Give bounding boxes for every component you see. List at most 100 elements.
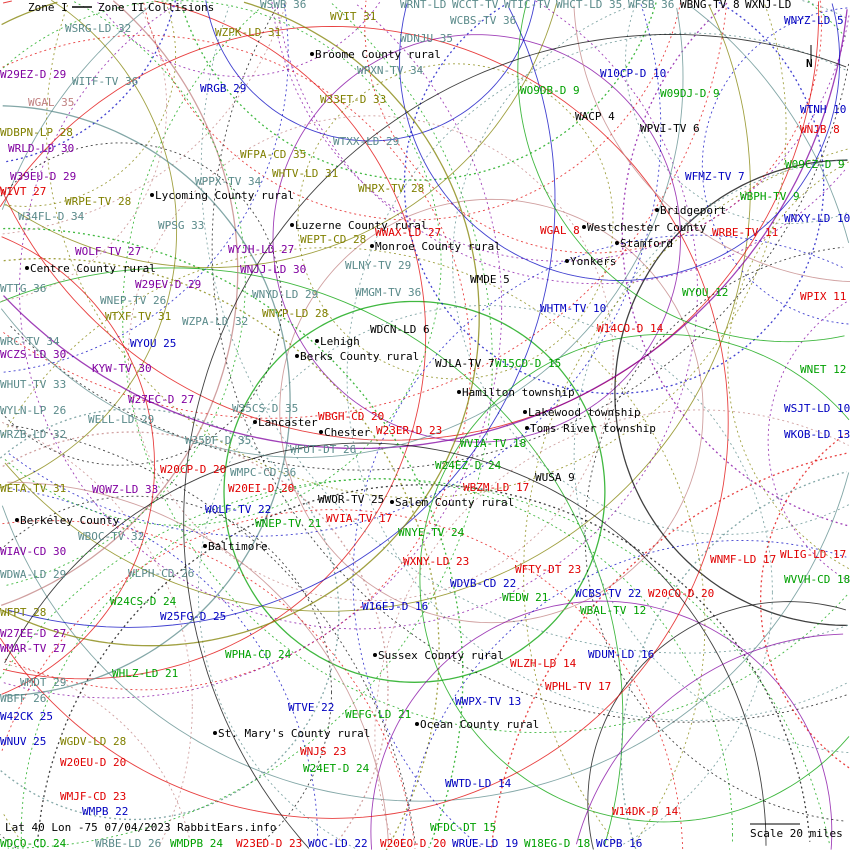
station-label[interactable]: WMDE 5 — [470, 273, 510, 286]
station-label[interactable]: WPSG 33 — [158, 219, 204, 232]
station-label[interactable]: WMJF-CD 23 — [60, 790, 126, 803]
station-label[interactable]: WNJJ-LD 30 — [240, 263, 306, 276]
station-label[interactable]: WHTV-LD 31 — [272, 167, 338, 180]
station-label[interactable]: W09CZ-D 9 — [785, 158, 845, 171]
station-label[interactable]: WGAL 8 — [540, 224, 580, 237]
station-label[interactable]: WACP 4 — [575, 110, 615, 123]
station-label[interactable]: WDWA-LD 29 — [0, 568, 66, 581]
station-label[interactable]: WFUT-DT 26 — [290, 443, 356, 456]
station-label[interactable]: WRBE-LD 26 — [95, 837, 161, 850]
station-label[interactable]: WFPA-CD 35 — [240, 148, 306, 161]
station-label[interactable]: WDCO-CD 24 — [0, 837, 67, 850]
station-label[interactable]: WVIA-TV 18 — [460, 437, 526, 450]
station-label[interactable]: WDUM-LD 16 — [588, 648, 654, 661]
station-label[interactable]: WMDT 29 — [20, 676, 66, 689]
station-label[interactable]: W20EO-D 20 — [380, 837, 446, 850]
station-label[interactable]: WDVB-CD 22 — [450, 577, 516, 590]
station-label[interactable]: WNMF-LD 17 — [710, 553, 776, 566]
station-label[interactable]: W20CO-D 20 — [648, 587, 714, 600]
station-label[interactable]: WOLF-TV 27 — [75, 245, 141, 258]
station-label[interactable]: WBNG-TV 8 — [680, 0, 740, 11]
station-label[interactable]: WNXY-LD 10 — [784, 212, 850, 225]
station-label[interactable]: WSJT-LD 10 — [784, 402, 850, 415]
station-label[interactable]: WHTM-TV 10 — [540, 302, 606, 315]
station-label[interactable]: WJLA-TV 7 — [435, 357, 495, 370]
station-label[interactable]: W09DJ-D 9 — [660, 87, 720, 100]
station-label[interactable]: W24CS-D 24 — [110, 595, 177, 608]
station-label[interactable]: WMAR-TV 27 — [0, 642, 66, 655]
station-label[interactable]: W35DF-D 35 — [185, 434, 251, 447]
station-label[interactable]: WXNJ-LD — [745, 0, 791, 11]
station-label[interactable]: WTVE 22 — [288, 701, 334, 714]
station-label[interactable]: WNUV 25 — [0, 735, 46, 748]
station-label[interactable]: WOC-LD 22 — [308, 837, 368, 850]
station-label[interactable]: W10CP-D 10 — [600, 67, 666, 80]
station-label[interactable]: W25FG-D 25 — [160, 610, 226, 623]
station-label[interactable]: WCBS-TV 36 — [450, 14, 516, 27]
station-label[interactable]: WFPT 28 — [0, 606, 46, 619]
station-label[interactable]: WVVH-CD 18 — [784, 573, 850, 586]
station-label[interactable]: WRBE-TV 11 — [712, 226, 778, 239]
station-label[interactable]: W14CO-D 14 — [597, 322, 664, 335]
station-label[interactable]: WHLZ-LD 21 — [112, 667, 178, 680]
station-label[interactable]: WRPE-TV 28 — [65, 195, 131, 208]
station-label[interactable]: WNEP-TV 21 — [255, 517, 321, 530]
station-label[interactable]: WCZS-LD 30 — [0, 348, 66, 361]
station-label[interactable]: WWTD-LD 14 — [445, 777, 512, 790]
station-label[interactable]: WNJB 8 — [800, 123, 840, 136]
station-label[interactable]: W39EU-D 29 — [10, 170, 76, 183]
station-label[interactable]: WNYZ-LD 5 — [784, 14, 844, 27]
station-label[interactable]: W16EJ-D 16 — [362, 600, 428, 613]
station-label[interactable]: WMDPB 24 — [170, 837, 223, 850]
station-label[interactable]: WOLF-TV 22 — [205, 503, 271, 516]
station-label[interactable]: WWPX-TV 13 — [455, 695, 521, 708]
station-label[interactable]: W18EG-D 18 — [524, 837, 590, 850]
station-label[interactable]: WFDC-DT 15 — [430, 821, 496, 834]
station-label[interactable]: WDCN-LD 6 — [370, 323, 430, 336]
station-label[interactable]: W29EV-D 29 — [135, 278, 201, 291]
station-label[interactable]: WRGB 29 — [200, 82, 246, 95]
station-label[interactable]: WYOU 25 — [130, 337, 176, 350]
station-label[interactable]: WIVT 27 — [0, 185, 46, 198]
station-label[interactable]: WMGM-TV 36 — [355, 286, 421, 299]
station-label[interactable]: WRUE-LD 19 — [452, 837, 518, 850]
station-label[interactable]: KYW-TV 30 — [92, 362, 152, 375]
station-label[interactable]: WVIA-TV 17 — [326, 512, 392, 525]
station-label[interactable]: WKOB-LD 13 — [784, 428, 850, 441]
station-label[interactable]: WEDW 21 — [502, 591, 548, 604]
station-label[interactable]: WQWZ-LD 33 — [92, 483, 158, 496]
station-label[interactable]: W29EZ-D 29 — [0, 68, 66, 81]
station-label[interactable]: W20EU-D 20 — [60, 756, 126, 769]
station-label[interactable]: WITF-TV 36 — [72, 75, 138, 88]
station-label[interactable]: WDBPN-LP 28 — [0, 126, 73, 139]
station-label[interactable]: W34FL-D 34 — [18, 210, 85, 223]
station-label[interactable]: WZPK-LD 31 — [215, 26, 281, 39]
station-label[interactable]: WNET 12 — [800, 363, 846, 376]
station-label[interactable]: WLPH-CD 26 — [128, 567, 194, 580]
station-label[interactable]: WLNY-TV 29 — [345, 259, 411, 272]
station-label[interactable]: W35CS-D 35 — [232, 402, 298, 415]
station-label[interactable]: WCCT-TV — [452, 0, 499, 11]
station-label[interactable]: WBPH-TV 9 — [740, 190, 800, 203]
station-label[interactable]: WTXF-TV 31 — [105, 310, 171, 323]
station-label[interactable]: WLZH-LD 14 — [510, 657, 577, 670]
station-label[interactable]: W20EI-D 20 — [228, 482, 294, 495]
station-label[interactable]: WTIC-TV — [504, 0, 551, 11]
station-label[interactable]: WYLN-LP 26 — [0, 404, 66, 417]
station-label[interactable]: WGAL 35 — [28, 96, 74, 109]
station-label[interactable]: WCPB 16 — [596, 837, 642, 850]
station-label[interactable]: W27EC-D 27 — [128, 393, 194, 406]
station-label[interactable]: WYOU 12 — [682, 286, 728, 299]
station-label[interactable]: WWAX-LD 27 — [375, 226, 441, 239]
station-label[interactable]: W20CP-D 20 — [160, 463, 226, 476]
station-label[interactable]: WTXX-LD 29 — [333, 135, 399, 148]
station-label[interactable]: WO9DB-D 9 — [520, 84, 580, 97]
station-label[interactable]: WNYP-LD 28 — [262, 307, 328, 320]
station-label[interactable]: WHCT-LD 35 — [556, 0, 622, 11]
station-label[interactable]: WSWB 36 — [260, 0, 306, 11]
station-label[interactable]: WTNH 10 — [800, 103, 846, 116]
station-label[interactable]: WGDV-LD 28 — [60, 735, 126, 748]
station-label[interactable]: WNEP-TV 26 — [100, 294, 166, 307]
station-label[interactable]: WPXN-TV 34 — [357, 64, 424, 77]
